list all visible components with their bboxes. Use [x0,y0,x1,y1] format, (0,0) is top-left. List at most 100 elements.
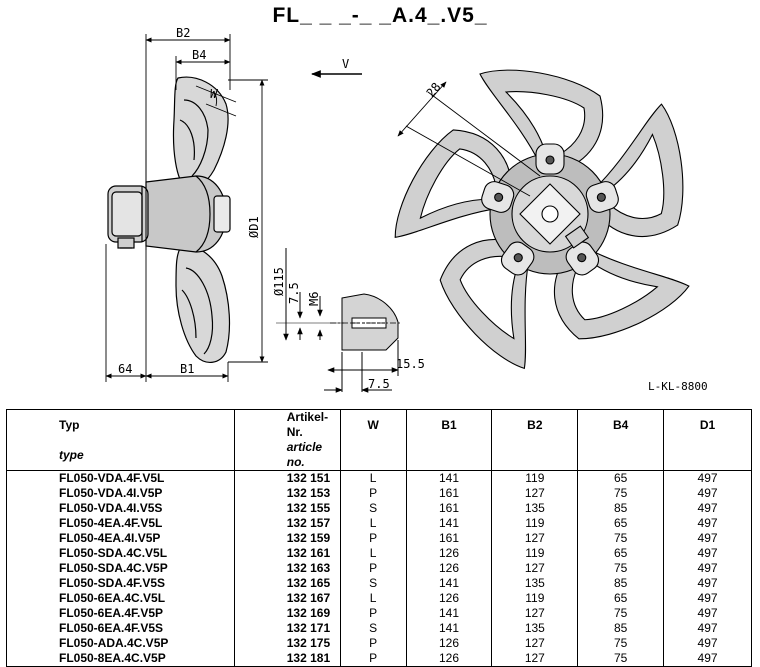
header-w [339,440,407,471]
cell-article-no: 132 153 [233,486,341,501]
header-article-no: Artikel-Nr. [233,409,341,440]
header-type: Typ [6,409,235,440]
cell-b1: 126 [405,561,493,576]
cell-b1: 161 [405,501,493,516]
cell-b2: 127 [491,561,579,576]
dim-b1: B1 [180,362,194,376]
cell-w: P [339,606,407,621]
dim-64: 64 [118,362,132,376]
cell-article-no: 132 157 [233,516,341,531]
cell-d1: 497 [663,531,752,546]
cell-b1: 126 [405,591,493,606]
hub-front [481,143,619,276]
cell-type: FL050-6EA.4C.V5L [6,591,235,606]
dim-15-5: 15.5 [396,357,425,371]
header-b1 [405,440,493,471]
side-dimensions [105,34,268,382]
cell-article-no: 132 171 [233,621,341,636]
impeller-front-view [394,69,690,370]
dim-b4: B4 [192,48,206,62]
dim-28: 28 [424,80,444,100]
cell-b1: 141 [405,516,493,531]
cell-article-no: 132 159 [233,531,341,546]
mounting-detail [276,248,400,393]
cell-w: P [339,561,407,576]
side-view [107,76,231,363]
header-w: W [339,409,407,440]
cell-d1: 497 [663,576,752,591]
header-b4: B4 [577,409,665,440]
detail-labels: Ø115 7.5 M6 15.5 7.5 [272,267,425,391]
cell-b1: 141 [405,470,493,486]
cell-b4: 85 [577,621,665,636]
cell-b1: 141 [405,621,493,636]
cell-d1: 497 [663,606,752,621]
cable-gland [117,237,135,249]
header-d1 [663,440,752,471]
cell-b1: 126 [405,546,493,561]
cell-type: FL050-SDA.4F.V5S [6,576,235,591]
cell-article-no: 132 181 [233,651,341,667]
cell-b2: 119 [491,516,579,531]
cell-type: FL050-SDA.4C.V5L [6,546,235,561]
drawing-title: FL_ _ _-_ _A.4_.V5_ [272,4,488,27]
drawing-reference: L-KL-8800 [648,380,708,393]
dim-w: W [210,87,219,101]
cell-article-no: 132 167 [233,591,341,606]
cell-b2: 127 [491,486,579,501]
header-b2 [491,440,579,471]
cell-article-no: 132 165 [233,576,341,591]
cell-type: FL050-SDA.4C.V5P [6,561,235,576]
cell-type: FL050-6EA.4F.V5P [6,606,235,621]
cell-b2: 119 [491,470,579,486]
cell-w: S [339,501,407,516]
cell-b4: 75 [577,651,665,667]
cell-b2: 135 [491,501,579,516]
cell-d1: 497 [663,591,752,606]
airflow-arrow: V [311,57,362,78]
cell-b2: 127 [491,651,579,667]
cell-type: FL050-4EA.4I.V5P [6,531,235,546]
cell-w: S [339,576,407,591]
header-b4 [577,440,665,471]
upper-blade-side [172,76,229,189]
cell-type: FL050-VDA.4F.V5L [6,470,235,486]
cell-b4: 75 [577,531,665,546]
cell-article-no: 132 161 [233,546,341,561]
cell-type: FL050-VDA.4I.V5P [6,486,235,501]
cell-b4: 65 [577,546,665,561]
cell-article-no: 132 169 [233,606,341,621]
cell-w: L [339,516,407,531]
cell-b4: 75 [577,606,665,621]
cell-d1: 497 [663,486,752,501]
cell-b4: 85 [577,576,665,591]
cell-type: FL050-VDA.4I.V5S [6,501,235,516]
cell-b4: 85 [577,501,665,516]
dim-d115: Ø115 [272,267,286,296]
hub-center-side [213,195,231,233]
cell-b4: 65 [577,470,665,486]
cell-b4: 75 [577,486,665,501]
cell-b4: 65 [577,591,665,606]
cell-d1: 497 [663,516,752,531]
technical-drawing: B2 B4 W 64 B1 ØD1 V Ø115 7.5 M6 15.5 7.5 [105,26,690,393]
dim-7-5-vertical: 7.5 [287,282,301,304]
cell-article-no: 132 163 [233,561,341,576]
cell-b1: 161 [405,486,493,501]
cell-d1: 497 [663,470,752,486]
cell-b1: 141 [405,606,493,621]
cell-type: FL050-8EA.4C.V5P [6,651,235,667]
header-article-no: article no. [233,440,341,471]
cell-b2: 127 [491,531,579,546]
cell-b1: 126 [405,651,493,667]
cell-w: S [339,621,407,636]
cell-d1: 497 [663,501,752,516]
